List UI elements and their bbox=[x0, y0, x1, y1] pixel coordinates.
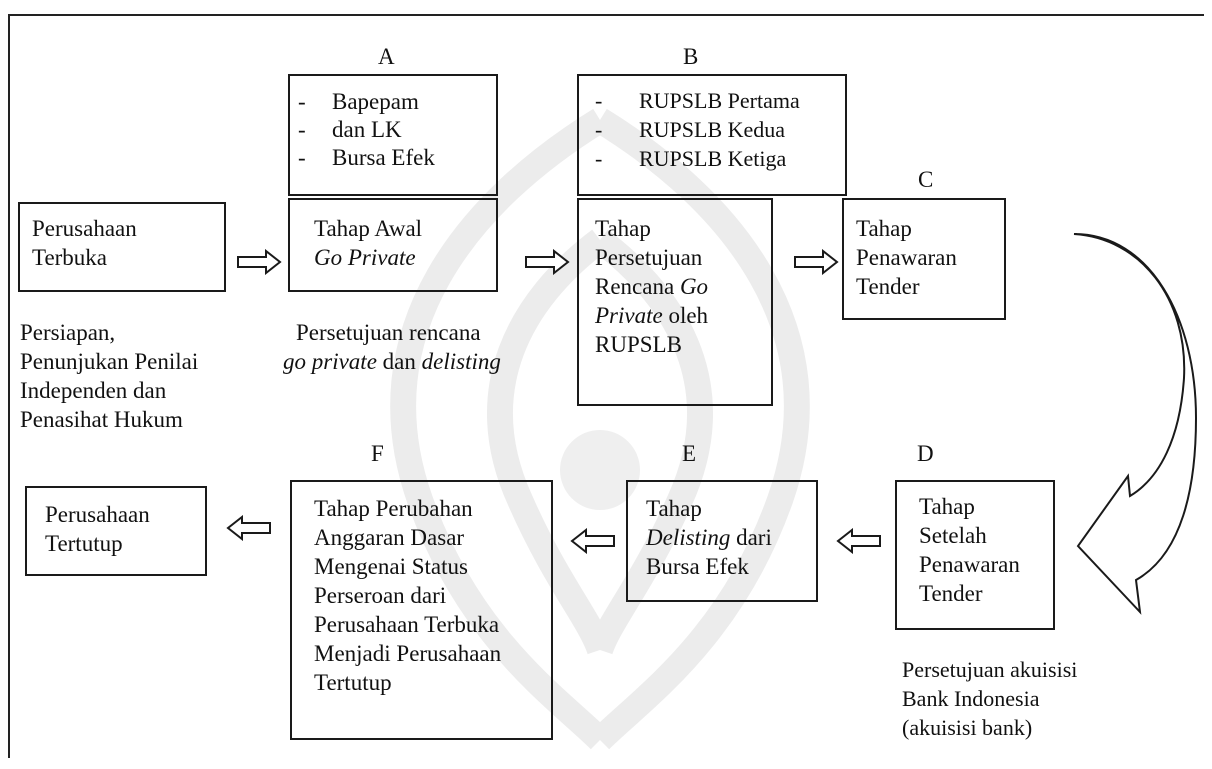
list-b-item: RUPSLB Kedua bbox=[579, 115, 800, 144]
label-c: C bbox=[918, 167, 934, 192]
note-line: Persiapan, bbox=[20, 320, 116, 345]
box-tahap-persetujuan: Tahap Persetujuan Rencana Go Private ole… bbox=[577, 198, 773, 406]
box-b-rupslb: RUPSLB Pertama RUPSLB Kedua RUPSLB Ketig… bbox=[577, 74, 847, 196]
text-line: Perseroan dari bbox=[314, 583, 447, 608]
text-line: RUPSLB bbox=[595, 332, 682, 357]
note-line: Independen dan bbox=[20, 378, 167, 403]
text-line: Penawaran bbox=[919, 552, 1020, 577]
text-line: Tahap Awal bbox=[314, 216, 423, 241]
label-a: A bbox=[378, 44, 395, 69]
box-perusahaan-tertutup: Perusahaan Tertutup bbox=[25, 486, 207, 576]
curved-arrow-icon bbox=[1073, 233, 1198, 615]
text-line: Delisting dari bbox=[646, 525, 772, 550]
note-line: go private dan delisting bbox=[283, 349, 501, 374]
list-a-item-cont: dan LK bbox=[290, 116, 435, 144]
diagram-frame bbox=[8, 14, 1204, 758]
arrow-right-icon bbox=[237, 249, 282, 275]
text-line: Perusahaan Terbuka bbox=[314, 612, 500, 637]
text-line: Menjadi Perusahaan bbox=[314, 641, 502, 666]
note-line: Penunjukan Penilai bbox=[20, 349, 199, 374]
list-b-item: RUPSLB Pertama bbox=[579, 86, 800, 115]
text-line: Perusahaan bbox=[32, 216, 137, 241]
label-e: E bbox=[682, 441, 697, 466]
arrow-left-icon bbox=[226, 515, 271, 541]
label-d: D bbox=[917, 441, 934, 466]
arrow-right-icon bbox=[525, 249, 570, 275]
list-b-item: RUPSLB Ketiga bbox=[579, 144, 800, 173]
note-line: Bank Indonesia bbox=[902, 686, 1040, 711]
note-line: Penasihat Hukum bbox=[20, 407, 183, 432]
box-tahap-awal: Tahap Awal Go Private bbox=[288, 198, 498, 292]
box-tahap-setelah: Tahap Setelah Penawaran Tender bbox=[895, 480, 1055, 630]
text-line: Tahap bbox=[595, 216, 651, 241]
text-line: Mengenai Status bbox=[314, 554, 468, 579]
text-line: Tertutup bbox=[314, 670, 392, 695]
text-line: Tahap bbox=[856, 216, 912, 241]
label-f: F bbox=[371, 441, 384, 466]
text-line: Tahap Perubahan bbox=[314, 496, 473, 521]
arrow-right-icon bbox=[794, 249, 839, 275]
text-line: Tahap bbox=[646, 496, 702, 521]
text-line: Go Private bbox=[314, 245, 416, 270]
text-line: Penawaran bbox=[856, 245, 957, 270]
box-tahap-perubahan: Tahap Perubahan Anggaran Dasar Mengenai … bbox=[290, 480, 553, 740]
text-line: Tender bbox=[856, 274, 920, 299]
arrow-left-icon bbox=[570, 528, 615, 554]
text-line: Persetujuan bbox=[595, 245, 703, 270]
text-line: Setelah bbox=[919, 523, 987, 548]
note-line: (akuisisi bank) bbox=[902, 715, 1033, 740]
note-line: Persetujuan rencana bbox=[296, 320, 481, 345]
text-line: Tender bbox=[919, 581, 983, 606]
text-line: Tahap bbox=[919, 494, 975, 519]
list-a-item: Bapepam bbox=[290, 88, 435, 116]
text-line: Private oleh bbox=[595, 303, 709, 328]
box-tahap-penawaran: Tahap Penawaran Tender bbox=[842, 198, 1006, 320]
box-tahap-delisting: Tahap Delisting dari Bursa Efek bbox=[626, 480, 818, 602]
box-perusahaan-terbuka: Perusahaan Terbuka bbox=[18, 202, 226, 292]
text-line: Perusahaan bbox=[45, 502, 150, 527]
note-line: Persetujuan akuisisi bbox=[902, 657, 1078, 682]
text-line: Rencana Go bbox=[595, 274, 709, 299]
text-line: Terbuka bbox=[32, 245, 108, 270]
text-line: Anggaran Dasar bbox=[314, 525, 465, 550]
text-line: Bursa Efek bbox=[646, 554, 749, 579]
label-b: B bbox=[683, 44, 699, 69]
box-a-regulators: Bapepam dan LK Bursa Efek bbox=[288, 74, 498, 196]
text-line: Tertutup bbox=[45, 531, 123, 556]
list-a-item: Bursa Efek bbox=[290, 144, 435, 172]
arrow-left-icon bbox=[836, 528, 881, 554]
